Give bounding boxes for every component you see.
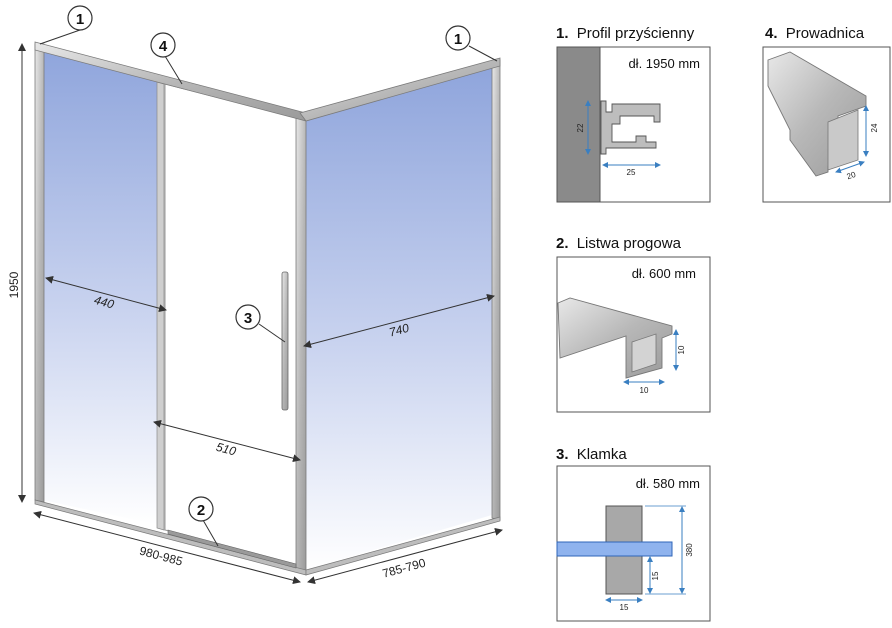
detail-guide-dim-width: 20 xyxy=(846,170,858,181)
fixed-panel-width-label: 440 xyxy=(93,293,116,312)
wall-profile-section xyxy=(600,100,661,155)
wall-section xyxy=(556,46,601,203)
detail-threshold-dim-width: 10 xyxy=(640,386,649,395)
detail-profile-dim-height: 22 xyxy=(576,123,585,132)
guide-rail-channel xyxy=(827,109,859,171)
detail-profile-number: 1. xyxy=(556,25,569,42)
detail-handle-dim-width: 15 xyxy=(620,603,629,612)
callout-2 xyxy=(188,496,214,522)
detail-handle: 3. Klamka dł. 580 mm 380 15 15 xyxy=(556,446,711,622)
dimension-lines xyxy=(18,43,503,585)
detail-threshold-number: 2. xyxy=(556,235,569,252)
threshold-profile-channel xyxy=(631,333,657,373)
detail-handle-name: Klamka xyxy=(577,446,628,463)
callout-2-label: 2 xyxy=(197,502,205,519)
corner-post xyxy=(295,115,307,573)
top-guide-side xyxy=(299,57,501,122)
side-panel-glass xyxy=(305,68,492,570)
detail-threshold-dim-height: 10 xyxy=(677,345,686,354)
side-width-label: 785-790 xyxy=(381,556,427,581)
front-width-label: 980-985 xyxy=(138,544,184,569)
callout-1-right xyxy=(445,25,471,51)
door-handle xyxy=(281,271,289,411)
right-wall-profile xyxy=(491,59,501,521)
detail-handle-length: dł. 580 mm xyxy=(636,476,700,491)
fixed-panel-glass xyxy=(42,50,160,525)
door-opening-label: 510 xyxy=(215,440,238,459)
detail-threshold-length: dł. 600 mm xyxy=(632,266,696,281)
detail-handle-title: 3. Klamka xyxy=(556,446,627,463)
detail-threshold-title: 2. Listwa progowa xyxy=(556,235,682,252)
callout-4-label: 4 xyxy=(159,38,168,55)
detail-profile: 1. Profil przyścienny dł. 1950 mm 22 25 xyxy=(556,25,711,203)
detail-profile-name: Profil przyścienny xyxy=(577,25,695,42)
callout-3-label: 3 xyxy=(244,310,252,327)
detail-guide-number: 4. xyxy=(765,25,778,42)
height-dimension-label: 1950 xyxy=(7,271,21,298)
callout-4 xyxy=(150,32,176,58)
glass-section xyxy=(556,541,673,557)
callout-1-right-label: 1 xyxy=(454,31,462,48)
detail-handle-number: 3. xyxy=(556,446,569,463)
callout-1-left-label: 1 xyxy=(76,11,84,28)
detail-guide: 4. Prowadnica 24 20 xyxy=(762,25,891,203)
sliding-door-glass xyxy=(164,83,299,566)
callout-3 xyxy=(235,304,261,330)
left-wall-profile xyxy=(34,43,45,503)
detail-guide-title: 4. Prowadnica xyxy=(765,25,865,42)
fixed-panel-edge xyxy=(156,81,165,531)
detail-handle-dim-side: 15 xyxy=(651,571,660,580)
detail-profile-dim-width: 25 xyxy=(627,168,636,177)
callout-1-left xyxy=(67,5,93,31)
detail-profile-length: dł. 1950 mm xyxy=(628,56,700,71)
detail-profile-title: 1. Profil przyścienny xyxy=(556,25,695,42)
detail-threshold-name: Listwa progowa xyxy=(577,235,682,252)
detail-guide-dim-height: 24 xyxy=(870,123,879,132)
side-panel-width-label: 740 xyxy=(387,321,410,340)
detail-threshold: 2. Listwa progowa dł. 600 mm 10 10 xyxy=(556,235,711,413)
detail-guide-name: Prowadnica xyxy=(786,25,865,42)
callouts: 1 4 1 3 2 xyxy=(39,5,498,547)
detail-handle-dim-height: 380 xyxy=(685,543,694,557)
